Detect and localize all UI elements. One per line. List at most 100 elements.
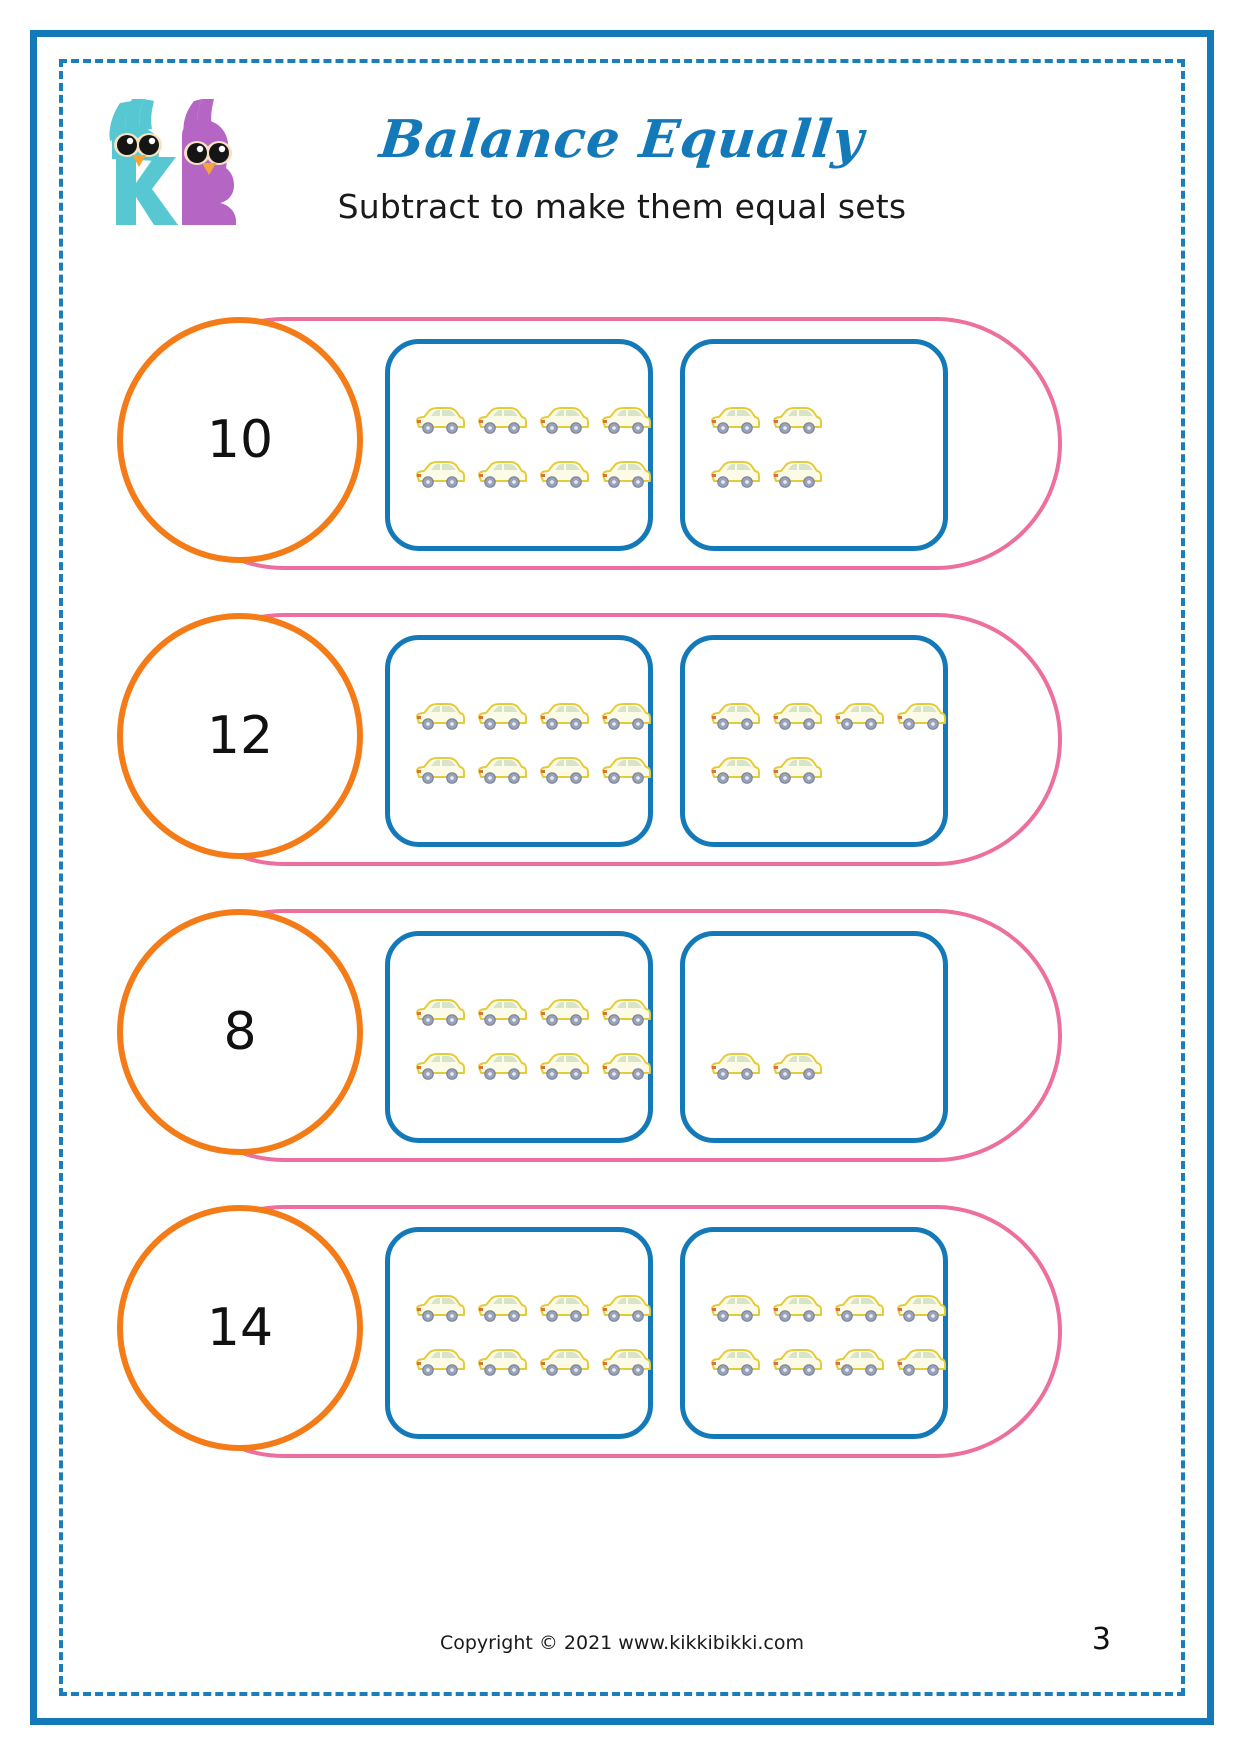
car-box-right[interactable] — [680, 1227, 948, 1439]
car-icon — [536, 995, 590, 1029]
car-grid — [390, 640, 651, 842]
car-icon — [893, 1345, 947, 1379]
car-box-left[interactable] — [385, 339, 653, 551]
car-row — [390, 393, 651, 447]
page-subtitle: Subtract to make them equal sets — [337, 187, 907, 226]
car-row — [685, 1039, 943, 1093]
car-icon — [707, 699, 761, 733]
car-icon — [831, 699, 885, 733]
target-number: 12 — [206, 706, 274, 766]
car-icon — [893, 1291, 947, 1325]
car-icon — [536, 753, 590, 787]
car-row — [390, 689, 651, 743]
car-icon — [474, 1049, 528, 1083]
car-icon — [412, 457, 466, 491]
car-icon — [536, 403, 590, 437]
car-icon — [769, 1291, 823, 1325]
car-icon — [536, 1049, 590, 1083]
car-icon — [598, 403, 652, 437]
car-icon — [769, 1049, 823, 1083]
target-number: 10 — [206, 410, 274, 470]
car-icon — [474, 753, 528, 787]
car-row — [390, 1039, 651, 1093]
car-icon — [707, 753, 761, 787]
car-icon — [769, 1345, 823, 1379]
car-icon — [598, 457, 652, 491]
car-icon — [598, 1345, 652, 1379]
problem-row: 8 — [37, 909, 1207, 1199]
worksheet-page: Balance Equally Subtract to make them eq… — [30, 30, 1214, 1725]
car-row — [390, 985, 651, 1039]
car-icon — [598, 753, 652, 787]
problem-row: 10 — [37, 317, 1207, 607]
car-icon — [598, 699, 652, 733]
car-row — [685, 689, 946, 743]
page-number: 3 — [1091, 1622, 1111, 1657]
target-number-circle[interactable]: 12 — [117, 613, 363, 859]
car-icon — [474, 1291, 528, 1325]
car-icon — [831, 1345, 885, 1379]
car-icon — [831, 1291, 885, 1325]
kikkibikki-logo-icon — [82, 95, 242, 225]
car-icon — [536, 1291, 590, 1325]
page-footer: Copyright © 2021 www.kikkibikki.com 3 — [37, 1622, 1207, 1672]
car-icon — [412, 699, 466, 733]
car-grid — [685, 344, 943, 546]
car-icon — [412, 403, 466, 437]
page-header: Balance Equally Subtract to make them eq… — [37, 77, 1207, 257]
target-number: 14 — [206, 1298, 274, 1358]
car-icon — [707, 457, 761, 491]
problem-rows: 10 12 8 14 — [37, 317, 1207, 1501]
copyright-text: Copyright © 2021 www.kikkibikki.com — [439, 1632, 805, 1654]
car-icon — [474, 403, 528, 437]
car-icon — [707, 1049, 761, 1083]
car-row — [685, 393, 943, 447]
car-icon — [769, 457, 823, 491]
car-box-left[interactable] — [385, 931, 653, 1143]
car-grid — [390, 1232, 651, 1434]
target-number-circle[interactable]: 8 — [117, 909, 363, 1155]
car-box-right[interactable] — [680, 931, 948, 1143]
car-icon — [412, 1291, 466, 1325]
car-box-left[interactable] — [385, 635, 653, 847]
car-icon — [536, 1345, 590, 1379]
car-row — [390, 1335, 651, 1389]
car-icon — [598, 1291, 652, 1325]
car-row — [390, 743, 651, 797]
car-icon — [769, 699, 823, 733]
car-icon — [412, 1049, 466, 1083]
car-icon — [893, 699, 947, 733]
car-icon — [598, 1049, 652, 1083]
car-row — [390, 447, 651, 501]
car-box-left[interactable] — [385, 1227, 653, 1439]
target-number-circle[interactable]: 14 — [117, 1205, 363, 1451]
car-icon — [474, 1345, 528, 1379]
car-icon — [536, 457, 590, 491]
problem-row: 14 — [37, 1205, 1207, 1495]
car-icon — [412, 753, 466, 787]
car-row — [685, 985, 943, 1039]
car-grid — [685, 640, 946, 842]
target-number: 8 — [223, 1002, 257, 1062]
car-icon — [474, 457, 528, 491]
car-icon — [598, 995, 652, 1029]
car-row — [390, 1281, 651, 1335]
car-grid — [390, 344, 651, 546]
car-icon — [707, 1291, 761, 1325]
car-grid — [390, 936, 651, 1138]
car-box-right[interactable] — [680, 635, 948, 847]
car-row — [685, 447, 943, 501]
car-row — [685, 1335, 946, 1389]
car-icon — [474, 699, 528, 733]
car-icon — [412, 995, 466, 1029]
car-box-right[interactable] — [680, 339, 948, 551]
car-icon — [412, 1345, 466, 1379]
problem-row: 12 — [37, 613, 1207, 903]
target-number-circle[interactable]: 10 — [117, 317, 363, 563]
page-title: Balance Equally — [376, 109, 868, 170]
car-icon — [769, 403, 823, 437]
car-icon — [474, 995, 528, 1029]
car-row — [685, 743, 943, 797]
car-grid — [685, 936, 943, 1138]
car-icon — [536, 699, 590, 733]
